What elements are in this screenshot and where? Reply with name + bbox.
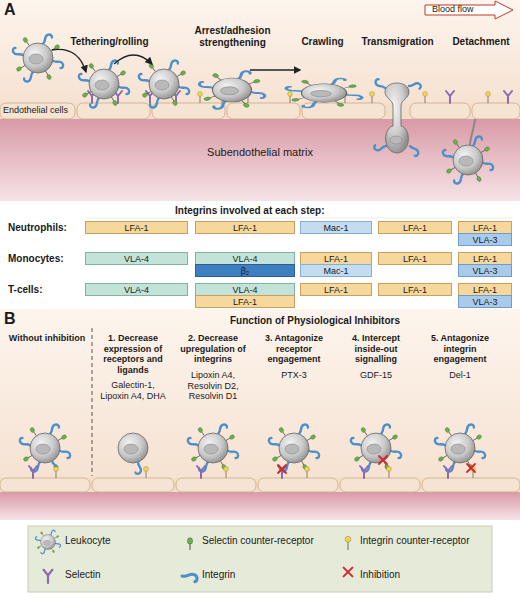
- integrin-name: LFA-1: [324, 254, 348, 264]
- legend-text: Inhibition: [360, 569, 400, 580]
- integrin-name: LFA-1: [124, 223, 148, 233]
- integrin-box: LFA-1: [85, 221, 188, 234]
- inhibitor-function: 2. Decrease upregulation of integrins: [177, 333, 249, 365]
- step-label: Detachment: [445, 36, 517, 48]
- integrin-name: VLA-3: [472, 235, 497, 245]
- integrin-name: LFA-1: [473, 285, 497, 295]
- row-label: Neutrophils:: [8, 222, 67, 234]
- legend-text: Selectin: [65, 569, 101, 580]
- layer-label: Subendothelial matrix: [160, 146, 360, 159]
- integrin-name: Mac-1: [323, 266, 348, 276]
- inhibitor-function: 1. Decrease expression of receptors and …: [97, 333, 169, 375]
- inhibitor-names: GDF-15: [340, 370, 412, 381]
- integrin-box: LFA-1: [195, 221, 295, 234]
- integrin-box: LFA-1: [195, 295, 295, 308]
- panel-heading: Function of Physiological Inhibitors: [150, 315, 480, 327]
- step-label: Tethering/rolling: [62, 36, 157, 48]
- inhibitor-names: Galectin-1, Lipoxin A4, DHA: [97, 380, 169, 401]
- integrin-box: Mac-1: [300, 264, 372, 277]
- integrin-name: VLA-4: [232, 254, 257, 264]
- integrin-name: VLA-4: [124, 254, 149, 264]
- integrin-box: β₂: [195, 264, 295, 277]
- integrin-name: LFA-1: [324, 285, 348, 295]
- integrin-box: VLA-4: [85, 252, 188, 265]
- inhibitor-function: 3. Antagonize receptor engagement: [258, 333, 330, 365]
- panel-letter: A: [4, 1, 16, 20]
- legend-text: Leukocyte: [65, 535, 111, 546]
- integrin-box: LFA-1: [300, 283, 372, 296]
- row-label: T-cells:: [8, 284, 42, 296]
- flow-label: Blood flow: [432, 4, 474, 15]
- integrin-name: LFA-1: [233, 223, 257, 233]
- inhibitor-names: PTX-3: [258, 370, 330, 381]
- integrin-box: VLA-3: [458, 264, 512, 277]
- integrin-name: VLA-3: [472, 266, 497, 276]
- integrin-box: VLA-4: [85, 283, 188, 296]
- integrin-name: LFA-1: [473, 223, 497, 233]
- integrin-name: LFA-1: [403, 254, 427, 264]
- integrin-name: β₂: [241, 266, 250, 276]
- legend-text: Integrin: [202, 569, 235, 580]
- integrin-name: LFA-1: [233, 297, 257, 307]
- integrin-name: VLA-4: [124, 285, 149, 295]
- integrin-name: Mac-1: [323, 223, 348, 233]
- integrin-box: LFA-1: [378, 221, 452, 234]
- integrin-name: LFA-1: [403, 223, 427, 233]
- legend-text: Integrin counter-receptor: [360, 535, 470, 546]
- integrin-name: LFA-1: [403, 285, 427, 295]
- inhibitor-function: 5. Antagonize integrin engagement: [422, 333, 498, 365]
- inhibitor-function: 4. Intercept inside-out signalling: [340, 333, 412, 365]
- step-label: Arrest/adhesion strengthening: [185, 25, 280, 49]
- step-label: Transmigration: [355, 36, 440, 48]
- legend-text: Selectin counter-receptor: [202, 535, 314, 546]
- table-heading: Integrins involved at each step:: [175, 205, 324, 217]
- integrin-box: VLA-3: [458, 295, 512, 308]
- column-heading: Without inhibition: [8, 333, 86, 344]
- integrin-name: VLA-3: [472, 297, 497, 307]
- row-label: Monocytes:: [8, 253, 64, 265]
- integrin-box: Mac-1: [300, 221, 372, 234]
- integrin-box: VLA-3: [458, 233, 512, 246]
- integrin-name: LFA-1: [473, 254, 497, 264]
- integrin-name: VLA-4: [232, 285, 257, 295]
- panel-letter: B: [4, 310, 16, 329]
- layer-label: Endothelial cells: [3, 105, 68, 116]
- inhibitor-names: Del-1: [422, 370, 498, 381]
- inhibitor-names: Lipoxin A4, Resolvin D2, Resolvin D1: [177, 370, 249, 402]
- integrin-box: LFA-1: [378, 283, 452, 296]
- integrin-box: LFA-1: [378, 252, 452, 265]
- step-label: Crawling: [290, 36, 355, 48]
